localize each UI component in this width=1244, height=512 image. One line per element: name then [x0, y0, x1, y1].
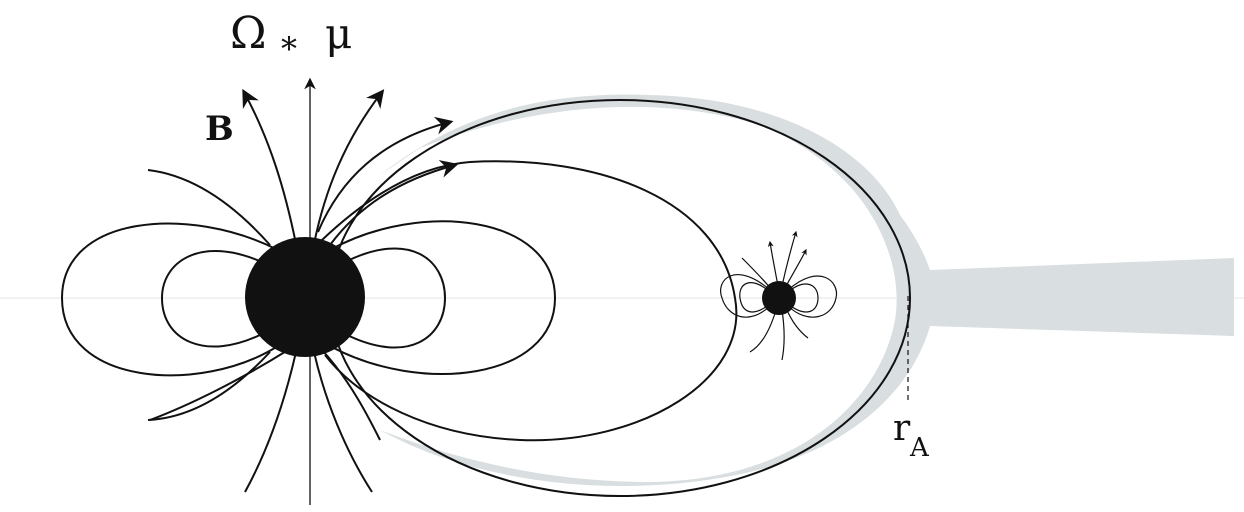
- open-field-line-upper: [317, 116, 454, 233]
- polar-field-line-bottom-1: [244, 351, 297, 493]
- omega-subscript: *: [281, 30, 297, 68]
- field-line-arrow-2: [329, 160, 459, 246]
- dipole-loop-left-outer: [60, 222, 279, 377]
- polar-field-line-bottom-3: [149, 349, 289, 421]
- star-icon: [245, 237, 365, 357]
- polar-field-line-bottom-4: [321, 349, 381, 441]
- field-b-label: B: [205, 109, 234, 149]
- polar-field-line-bottom-2: [313, 351, 373, 493]
- omega-label: Ω: [230, 8, 266, 59]
- closed-field-line-large: [321, 160, 738, 442]
- companion-icon: [762, 281, 796, 315]
- shaded-envelope: [380, 94, 1234, 487]
- companion-dipole: [720, 230, 838, 361]
- dipole-loop-left-open-bottom: [147, 351, 271, 421]
- r-subscript: A: [909, 433, 930, 463]
- r-label: r: [893, 408, 911, 449]
- dipole-loop-left-open-top: [147, 169, 271, 246]
- mu-label: μ: [325, 9, 352, 58]
- polar-field-line-right: [313, 89, 385, 245]
- dipole-loop-left-inner: [160, 250, 263, 348]
- dipole-loop-right-inner: [344, 247, 447, 349]
- dipole-loop-right-outer: [329, 220, 557, 375]
- polar-field-line-left: [242, 88, 297, 245]
